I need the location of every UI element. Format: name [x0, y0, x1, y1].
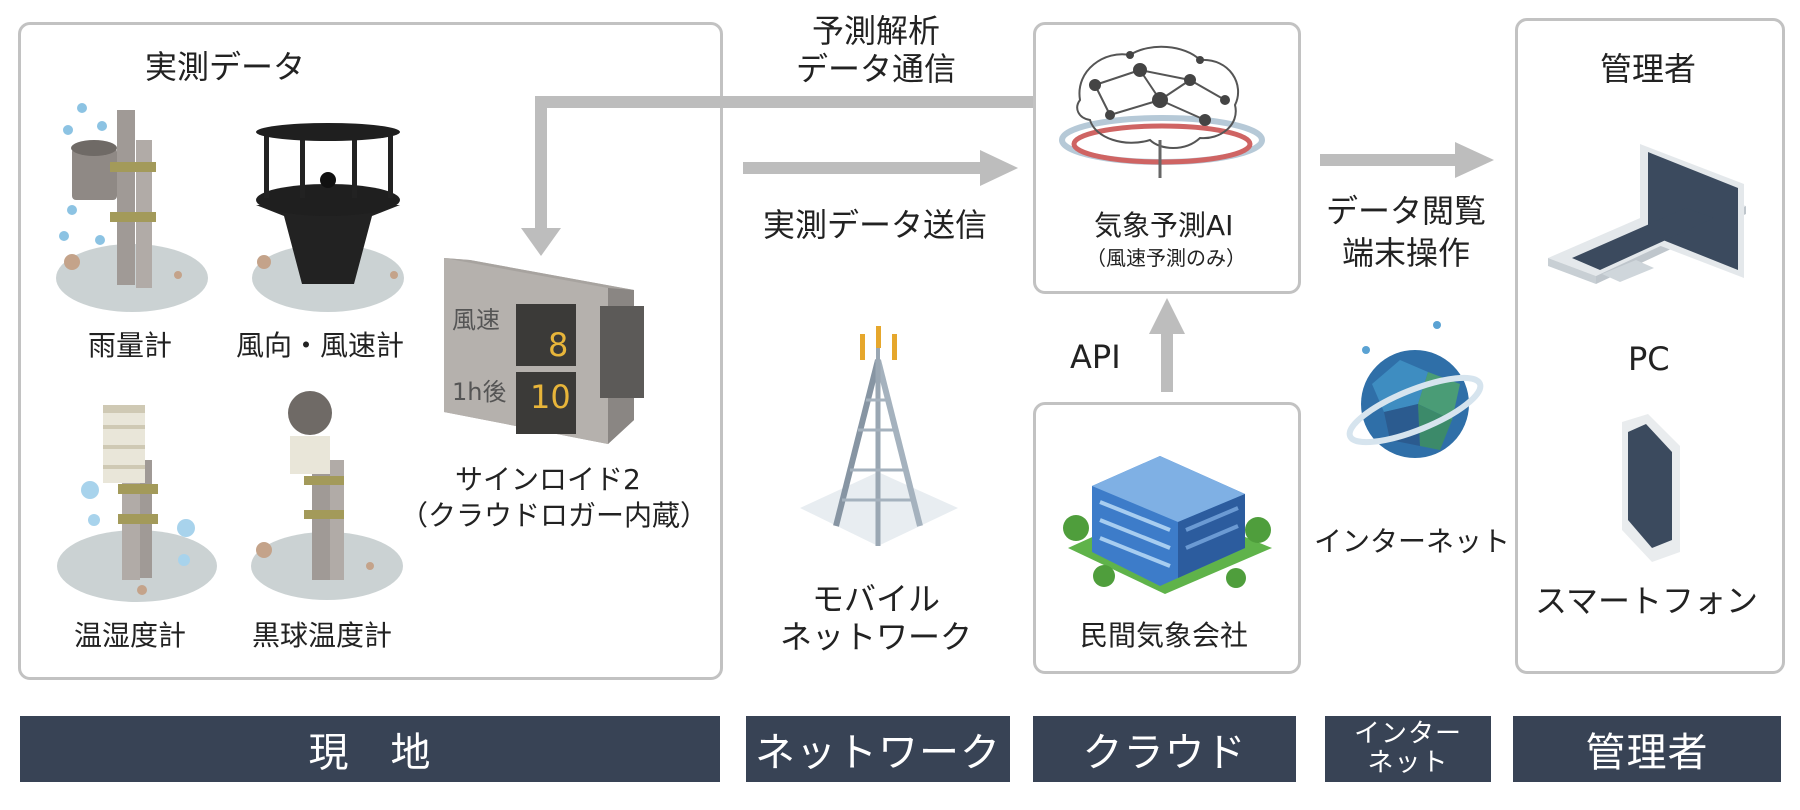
- ai-brain-icon: [1059, 45, 1265, 178]
- globe-thermometer-label: 黒球温度計: [252, 619, 393, 652]
- tower-label-line1: モバイル: [812, 580, 941, 618]
- internet-globe-icon: [1346, 321, 1484, 458]
- anemometer-icon: [252, 123, 404, 312]
- rain-gauge-label: 雨量計: [88, 329, 173, 362]
- signboard-row2-text: 1h後: [452, 378, 507, 406]
- ai-sublabel: （風速予測のみ）: [1086, 246, 1246, 270]
- prediction-data-label-line2: データ通信: [796, 50, 957, 88]
- ai-box: [1033, 22, 1301, 294]
- prediction-data-label-line1: 予測解析: [812, 12, 941, 50]
- globe-thermometer-icon: [251, 391, 403, 600]
- api-label: API: [1070, 338, 1121, 376]
- company-label: 民間気象会社: [1080, 619, 1249, 652]
- thermo-hygrometer-label: 温湿度計: [74, 619, 187, 652]
- company-building-icon: [1063, 456, 1272, 594]
- data-view-label-line1: データ閲覧: [1326, 192, 1487, 230]
- admin-title: 管理者: [1600, 50, 1697, 88]
- arrow-ai-to-signboard: [521, 96, 1033, 256]
- arrow-cloud-to-admin: [1320, 142, 1494, 178]
- signboard-label-line2: （クラウドロガー内蔵）: [400, 499, 709, 532]
- signboard-row1-value: 8: [548, 326, 569, 364]
- signboard-row1-text: 風速: [452, 306, 500, 334]
- band-internet-line1: インター: [1353, 719, 1462, 749]
- signboard-label-line1: サインロイド2: [455, 463, 641, 496]
- band-internet: インター ネット: [1325, 716, 1491, 782]
- ai-label: 気象予測AI: [1094, 209, 1234, 242]
- signboard-device: [444, 258, 644, 444]
- band-admin: 管理者: [1513, 716, 1781, 782]
- arrow-site-to-ai: [743, 150, 1018, 186]
- thermo-hygrometer-icon: [57, 405, 217, 602]
- band-network: ネットワーク: [746, 716, 1010, 782]
- tower-label-line2: ネットワーク: [780, 618, 973, 656]
- band-cloud: クラウド: [1033, 716, 1296, 782]
- site-title: 実測データ: [145, 48, 306, 86]
- signboard-row2-value: 10: [530, 378, 571, 416]
- admin-box: [1515, 18, 1785, 674]
- laptop-icon: [1548, 144, 1746, 284]
- arrow-api: [1149, 298, 1185, 392]
- pc-label: PC: [1628, 340, 1670, 378]
- send-measured-data-label: 実測データ送信: [763, 206, 988, 244]
- rain-gauge-icon: [56, 103, 208, 312]
- smartphone-icon: [1622, 414, 1680, 562]
- anemometer-label: 風向・風速計: [236, 329, 405, 362]
- band-internet-line2: ネット: [1367, 748, 1449, 778]
- band-site: 現 地: [20, 716, 720, 782]
- data-view-label-line2: 端末操作: [1342, 234, 1471, 272]
- mobile-tower-icon: [800, 326, 958, 546]
- smartphone-label: スマートフォン: [1535, 582, 1759, 620]
- internet-label: インターネット: [1314, 525, 1511, 558]
